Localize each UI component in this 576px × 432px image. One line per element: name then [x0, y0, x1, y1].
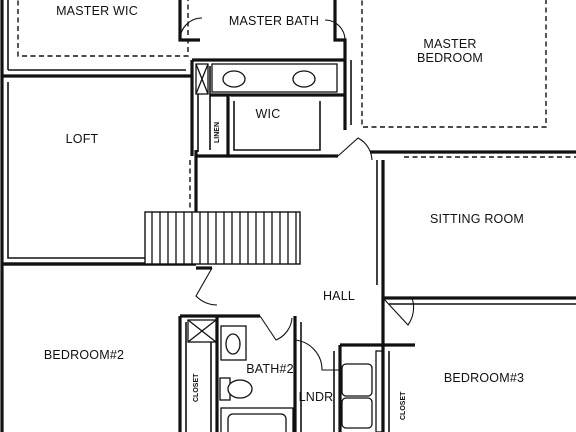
label-bedroom3: BEDROOM#3 — [444, 371, 524, 385]
door-bath-right — [324, 19, 346, 41]
door-bath2 — [259, 315, 293, 341]
door-bath-left — [179, 17, 203, 41]
label-loft: LOFT — [66, 132, 99, 146]
wall-wic-outline — [226, 95, 325, 158]
master-wic-ceiling — [17, 0, 189, 57]
dryer — [341, 397, 373, 429]
label-wic: WIC — [256, 107, 281, 121]
stair-outline — [144, 211, 301, 265]
label-master-wic: MASTER WIC — [56, 4, 138, 18]
ceiling-lines — [17, 0, 576, 210]
door-laundry — [294, 339, 340, 371]
label-master-bedroom-2: BEDROOM — [417, 51, 483, 65]
label-closet-right: CLOSET — [400, 391, 407, 420]
room-labels: MASTER WIC MASTER BATH MASTER BEDROOM WI… — [44, 4, 524, 420]
toilet-bowl — [227, 379, 253, 399]
label-closet-left: CLOSET — [193, 373, 200, 402]
label-bath2: BATH#2 — [246, 362, 294, 376]
label-linen: LINEN — [214, 122, 221, 143]
sink-bath2 — [225, 333, 241, 355]
sink-left — [222, 70, 246, 88]
wall-bath-top-left — [178, 0, 200, 42]
label-master-bath: MASTER BATH — [229, 14, 319, 28]
fixtures — [187, 63, 383, 432]
sink-right — [292, 70, 316, 88]
label-sitting-room: SITTING ROOM — [430, 212, 524, 226]
staircase — [144, 211, 301, 265]
door-master-bedroom — [337, 137, 373, 161]
label-bedroom2: BEDROOM#2 — [44, 348, 124, 362]
door-bedroom3 — [382, 297, 415, 326]
wall-sitting-outline — [381, 160, 576, 300]
master-bedroom-ceiling — [361, 0, 547, 128]
label-master-bedroom-1: MASTER — [423, 37, 476, 51]
door-bedroom2 — [195, 267, 218, 306]
wall-bath-top-right — [333, 0, 347, 60]
label-lndr: LNDR — [299, 390, 334, 404]
inner-wall-lines — [7, 0, 576, 432]
stair-treads — [151, 212, 297, 264]
washer — [341, 363, 373, 397]
doors — [179, 17, 415, 371]
label-hall: HALL — [323, 289, 355, 303]
